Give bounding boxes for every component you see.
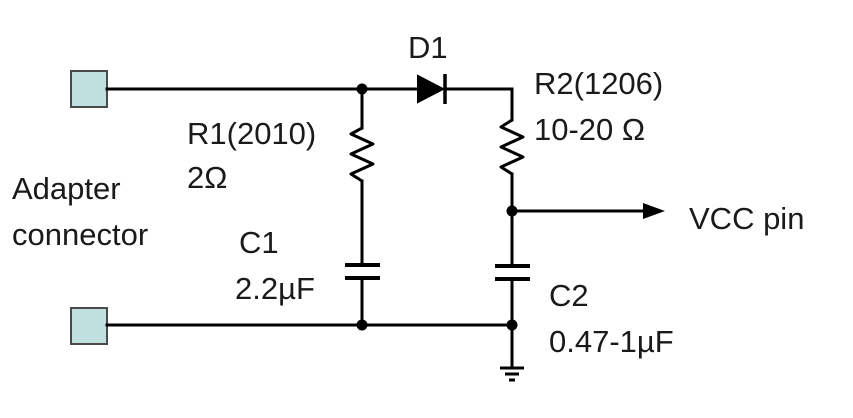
diode-d1: [417, 74, 447, 104]
junction-dot: [506, 319, 518, 331]
ground-icon: [500, 366, 524, 382]
c1-name-label: C1: [239, 225, 279, 260]
connector-label-line1: Adapter: [12, 171, 121, 206]
resistor-r2: [499, 118, 525, 176]
vcc-arrow-icon: [643, 203, 665, 219]
top-terminal: [70, 70, 108, 108]
r2-value-label: 10-20 Ω: [534, 112, 645, 147]
c2-value-label: 0.47-1µF: [549, 324, 674, 359]
junction-dot: [506, 205, 518, 217]
r2-name-label: R2(1206): [534, 66, 663, 101]
d1-to-r2-wire: [444, 87, 514, 122]
resistor-r1: [349, 126, 375, 183]
connector-label-line2: connector: [12, 217, 148, 252]
d1-label: D1: [408, 30, 448, 65]
r1-name-label: R1(2010): [187, 116, 316, 151]
r1-value-label: 2Ω: [187, 160, 227, 195]
capacitor-c1: [345, 263, 380, 280]
junction-dot: [356, 83, 368, 95]
bottom-terminal: [70, 307, 108, 345]
c2-name-label: C2: [549, 278, 589, 313]
vcc-label: VCC pin: [689, 201, 804, 236]
capacitor-c2: [495, 264, 530, 281]
c1-value-label: 2.2µF: [235, 271, 315, 306]
junction-dot: [356, 319, 368, 331]
